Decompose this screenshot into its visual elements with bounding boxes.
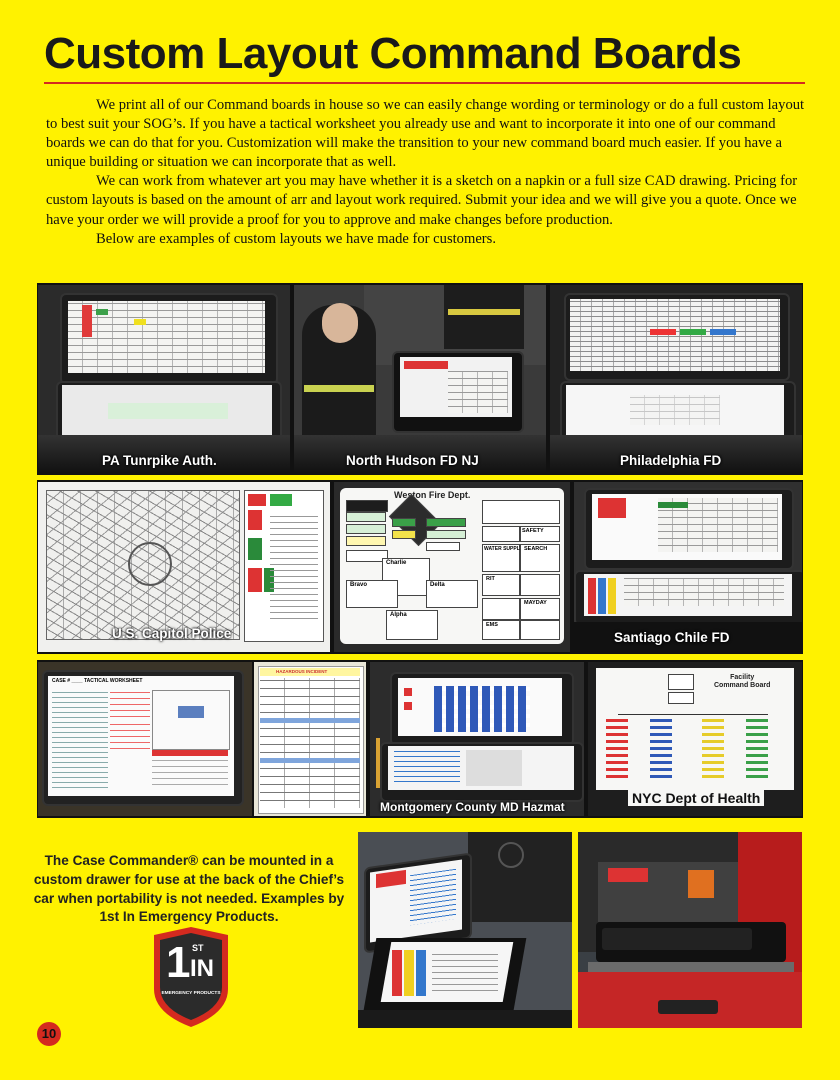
intro-paragraph-1: We print all of our Command boards in ho…	[46, 97, 805, 171]
caption-north-hudson: North Hudson FD NJ	[346, 453, 479, 468]
photo-weston-fire: Weston Fire Dept. Charlie Bravo Delta Al…	[334, 482, 570, 652]
ems-label: EMS	[486, 622, 498, 628]
photo-pa-turnpike: PA Tunrpike Auth.	[38, 285, 290, 473]
bravo-label: Bravo	[350, 582, 368, 588]
intro-text: We print all of our Command boards in ho…	[46, 96, 806, 249]
safety-label: SAFETY	[522, 528, 544, 534]
photo-drawer-2	[578, 832, 802, 1028]
photo-philadelphia: Philadelphia FD	[550, 285, 802, 473]
mayday-label: MAYDAY	[524, 600, 547, 606]
title-underline	[44, 82, 805, 84]
water-supply-label: WATER SUPPLY	[484, 546, 523, 552]
photo-hazard-checklist: HAZARDOUS INCIDENT	[254, 662, 366, 816]
logo-in: IN	[190, 955, 214, 982]
rit-label: RIT	[486, 576, 495, 582]
hazard-title: HAZARDOUS INCIDENT	[276, 669, 328, 674]
caption-nyc-health: NYC Dept of Health	[628, 790, 765, 806]
photo-drawer-1	[358, 832, 572, 1028]
logo-st: ST	[192, 943, 204, 953]
delta-label: Delta	[430, 582, 445, 588]
weston-title: Weston Fire Dept.	[394, 490, 471, 500]
photo-santiago: Santiago Chile FD	[574, 482, 802, 652]
facility-title: Facility	[730, 674, 755, 681]
intro-paragraph-2: We can work from whatever art you may ha…	[46, 173, 798, 228]
command-board-title: Command Board	[714, 682, 771, 689]
charlie-label: Charlie	[386, 560, 407, 566]
caption-capitol-police: U.S. Capitol Police	[112, 626, 232, 641]
search-label: SEARCH	[524, 546, 548, 552]
logo-subtext: EMERGENCY PRODUCTS	[161, 991, 221, 996]
caption-santiago: Santiago Chile FD	[614, 630, 730, 645]
page-number: 10	[37, 1022, 61, 1046]
photo-capitol-police: U.S. Capitol Police	[38, 482, 330, 652]
first-in-logo-shield-icon	[154, 927, 228, 1027]
tactical-title: CASE # ____ TACTICAL WORKSHEET	[52, 678, 143, 684]
photo-tactical-worksheet: CASE # ____ TACTICAL WORKSHEET	[38, 662, 252, 816]
caption-pa-turnpike: PA Tunrpike Auth.	[102, 453, 217, 468]
intro-paragraph-3: Below are examples of custom layouts we …	[96, 230, 496, 247]
alpha-label: Alpha	[390, 612, 407, 618]
logo-one: 1	[166, 938, 191, 987]
photo-north-hudson: North Hudson FD NJ	[294, 285, 546, 473]
caption-philadelphia: Philadelphia FD	[620, 453, 722, 468]
drawer-caption: The Case Commander® can be mounted in a …	[33, 853, 345, 925]
first-in-logo: 1 ST IN EMERGENCY PRODUCTS	[146, 925, 236, 1029]
photo-nyc-health: Facility Command Board NYC Dept of Healt…	[588, 662, 802, 816]
page-title: Custom Layout Command Boards	[44, 29, 742, 78]
caption-montgomery: Montgomery County MD Hazmat	[380, 800, 565, 814]
photo-montgomery: Montgomery County MD Hazmat	[370, 662, 584, 816]
